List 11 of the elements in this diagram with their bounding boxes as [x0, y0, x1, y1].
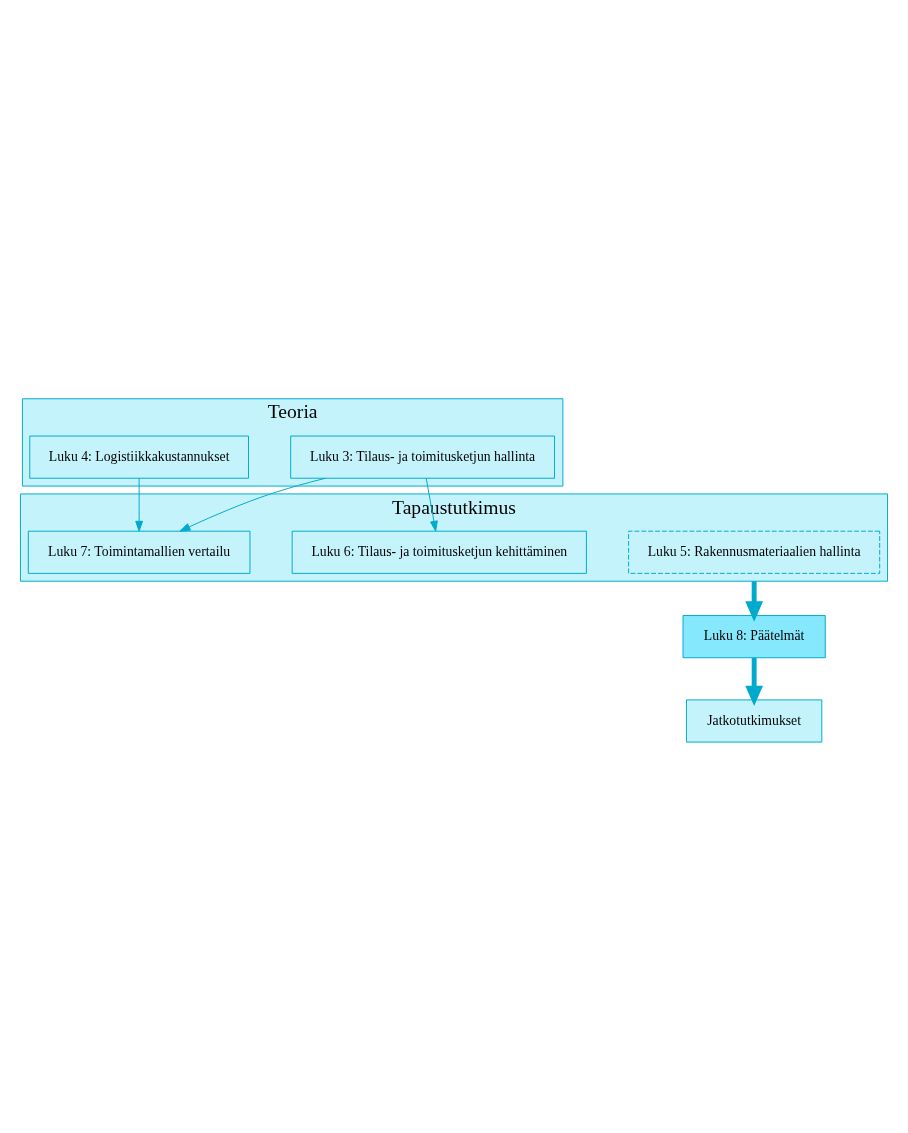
- node-box: Jatkotutkimukset: [686, 699, 823, 743]
- node-box: Luku 7: Toimintamallien vertailu: [27, 530, 251, 574]
- arrow: [745, 658, 764, 706]
- node-box: Luku 6: Tilaus- ja toimitusketjun kehittäminen: [291, 530, 587, 574]
- arrow: [425, 477, 438, 532]
- node-box: Luku 4: Logistiikkakustannukset: [29, 435, 249, 479]
- node-box: Luku 5: Rakennusmateriaalien hallinta: [628, 530, 881, 574]
- node-box: Luku 8: Päätelmät: [682, 615, 826, 659]
- arrow: [745, 581, 764, 622]
- node-box: Luku 3: Tilaus- ja toimitusketjun hallinta: [290, 435, 556, 479]
- arrow: [135, 477, 144, 532]
